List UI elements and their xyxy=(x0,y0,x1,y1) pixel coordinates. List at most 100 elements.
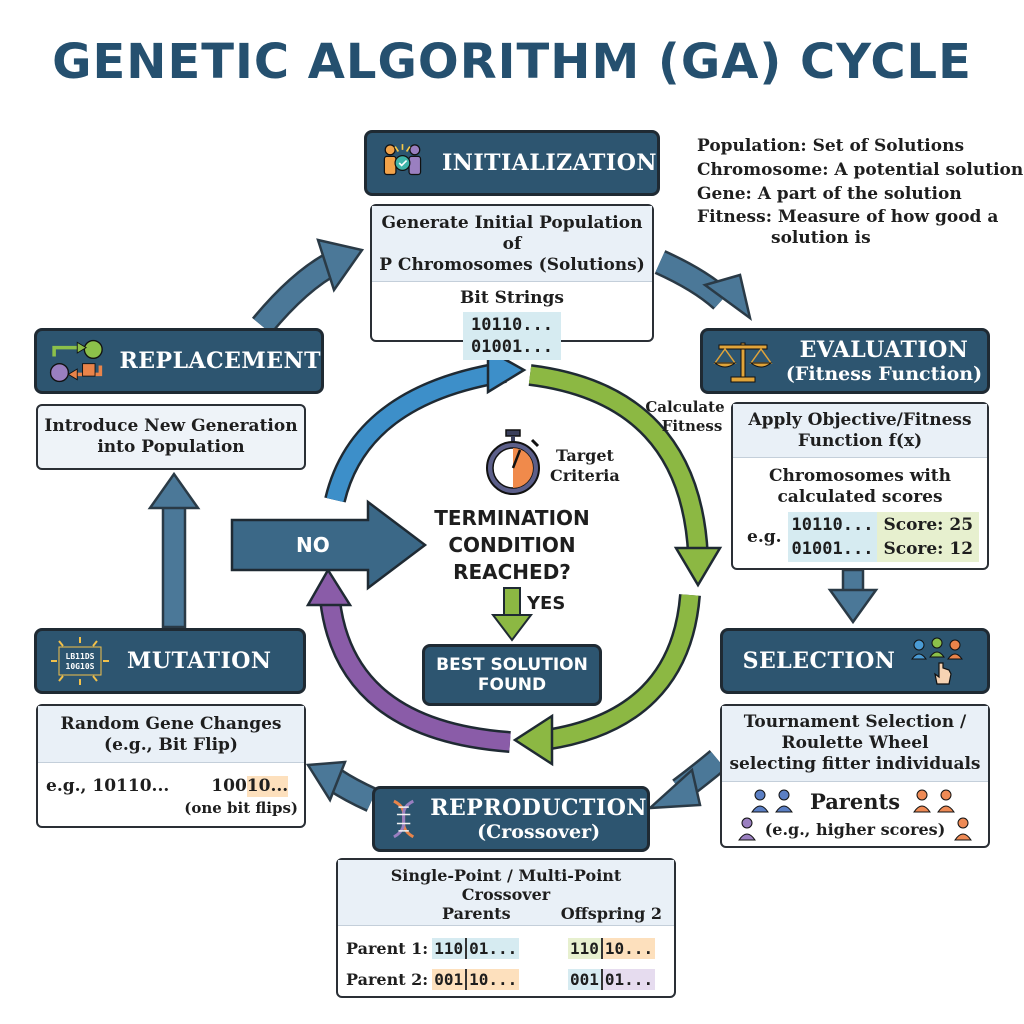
reproduction-subtitle: (Crossover) xyxy=(477,821,601,843)
target-criteria-label: Target Criteria xyxy=(550,446,620,486)
termination-line1: TERMINATION xyxy=(434,506,590,530)
page-title: GENETIC ALGORITHM (GA) CYCLE xyxy=(52,34,972,90)
yes-label: YES xyxy=(527,593,566,614)
calculate-fitness-line2: Fitness xyxy=(661,417,723,435)
best-solution-line1: BEST SOLUTION xyxy=(436,655,588,675)
inner-arrow-green xyxy=(528,364,723,588)
selection-title: SELECTION xyxy=(742,648,896,674)
reproduction-title: REPRODUCTION xyxy=(430,795,647,821)
crossover-parents: Parent 1: 110 01... Parent 2: 001 10... xyxy=(346,934,520,993)
criteria-label: Criteria xyxy=(550,466,620,485)
evaluation-desc-line1: Apply Objective/Fitness xyxy=(748,410,972,430)
best-solution-box: BEST SOLUTION FOUND xyxy=(422,644,602,706)
replacement-desc-line1: Introduce New Generation xyxy=(44,416,298,436)
parents-icon-right xyxy=(913,789,955,813)
offspring-column-header: Offspring 2 xyxy=(560,904,662,923)
parents-label: Parents xyxy=(809,788,901,814)
initialization-card: Generate Initial Population of P Chromos… xyxy=(370,204,654,360)
offspring-2-segment-a: 001 xyxy=(568,968,601,990)
definition-fitness-cont: solution is xyxy=(771,228,871,248)
selection-header: SELECTION xyxy=(720,628,990,694)
parents-note: (e.g., higher scores) xyxy=(764,819,946,839)
flow-arrow-mutation-to-replacement xyxy=(147,471,201,629)
evaluation-title: EVALUATION xyxy=(799,337,969,363)
calculate-fitness-label: Calculate Fitness xyxy=(640,398,730,436)
no-label: NO xyxy=(296,533,330,557)
dna-icon xyxy=(393,799,415,839)
offspring-1-segment-b: 10... xyxy=(600,937,656,959)
scored-bit-string: 01001... xyxy=(791,539,874,559)
selection-card: Tournament Selection / Roulette Wheel se… xyxy=(720,704,990,848)
bit-string: 10110... xyxy=(471,315,553,335)
target-label: Target xyxy=(556,446,614,465)
mutation-desc: Random Gene Changes (e.g., Bit Flip) xyxy=(38,706,304,763)
evaluation-card: Apply Objective/Fitness Function f(x) Ch… xyxy=(731,402,989,570)
replacement-card: Introduce New Generation into Population xyxy=(36,404,306,470)
reproduction-header: REPRODUCTION (Crossover) xyxy=(372,786,650,852)
parent-1-segment-b: 01... xyxy=(465,937,520,959)
mutation-card: Random Gene Changes (e.g., Bit Flip) e.g… xyxy=(36,704,306,828)
inner-arrow-purple xyxy=(305,567,511,753)
flow-arrow-initialization-to-evaluation xyxy=(654,250,752,322)
selection-desc-line1: Tournament Selection / xyxy=(743,712,967,732)
evaluation-subtitle: (Fitness Function) xyxy=(785,363,983,385)
parent-icon-orange xyxy=(954,817,973,841)
score-value: Score: 25 xyxy=(883,515,974,535)
evaluation-desc-line2: Function f(x) xyxy=(797,431,923,451)
team-gear-icon xyxy=(383,144,422,176)
flow-arrow-reproduction-to-mutation xyxy=(305,760,378,812)
replacement-title: REPLACEMENT xyxy=(119,348,321,374)
scored-bits: 10110... 01001... xyxy=(787,512,878,562)
bit-strings-label: Bit Strings xyxy=(460,288,564,308)
scores-label-line1: Chromosomes with xyxy=(768,466,952,486)
evaluation-header: EVALUATION (Fitness Function) xyxy=(700,328,990,394)
mutation-note: (one bit flips) xyxy=(184,799,298,817)
bit-string: 01001... xyxy=(471,337,553,357)
scores-list: Score: 25 Score: 12 xyxy=(877,512,980,562)
swap-icon xyxy=(49,339,103,383)
evaluation-desc: Apply Objective/Fitness Function f(x) xyxy=(733,404,987,458)
scored-bit-string: 10110... xyxy=(791,515,874,535)
mutation-result-a: 100 xyxy=(211,776,247,796)
mutation-example: e.g., 10110... 100 10... xyxy=(46,776,289,797)
parents-icon-left xyxy=(751,789,793,813)
binary-burst-icon: LB11DS 10G10S xyxy=(51,637,109,685)
scales-icon xyxy=(713,342,773,383)
termination-question: TERMINATION CONDITION REACHED? xyxy=(412,505,612,586)
best-solution-line2: FOUND xyxy=(477,675,547,695)
selection-desc: Tournament Selection / Roulette Wheel se… xyxy=(722,706,988,782)
initialization-desc-line1: Generate Initial Population of xyxy=(381,213,643,254)
definition-fitness: Fitness: Measure of how good a xyxy=(697,207,999,227)
initialization-desc: Generate Initial Population of P Chromos… xyxy=(372,206,652,282)
parent-2-segment-a: 001 xyxy=(432,968,466,990)
reproduction-card: Single-Point / Multi-Point Crossover Par… xyxy=(336,858,676,998)
parent-1-segment-a: 110 xyxy=(432,937,466,959)
initialization-title: INITIALIZATION xyxy=(441,150,657,176)
selection-desc-line3: selecting fitter individuals xyxy=(729,754,981,774)
bit-strings-list: 10110... 01001... xyxy=(463,312,561,360)
no-arrow xyxy=(230,499,428,591)
yes-arrow xyxy=(490,587,534,642)
parent-1-label: Parent 1: xyxy=(346,938,429,958)
binary-icon-line1: LB11DS xyxy=(66,652,95,661)
mutation-header: LB11DS 10G10S MUTATION xyxy=(34,628,306,694)
calculate-fitness-line1: Calculate xyxy=(645,398,725,416)
eg-label: e.g. xyxy=(747,526,782,547)
definitions-block: Population: Set of Solutions Chromosome:… xyxy=(697,134,1023,248)
reproduction-desc-line2: Crossover xyxy=(461,885,551,904)
definition-population: Population: Set of Solutions xyxy=(697,136,965,156)
reproduction-desc: Single-Point / Multi-Point Crossover Par… xyxy=(338,860,674,926)
parents-column-header: Parents xyxy=(442,904,511,923)
score-value: Score: 12 xyxy=(883,539,974,559)
mutation-desc-line1: Random Gene Changes xyxy=(60,714,282,734)
inner-arrow-blue xyxy=(324,347,527,503)
definition-gene: Gene: A part of the solution xyxy=(697,184,962,204)
binary-icon-line2: 10G10S xyxy=(66,662,95,671)
initialization-desc-line2: P Chromosomes (Solutions) xyxy=(379,255,645,275)
scores-label-line2: calculated scores xyxy=(777,487,943,507)
reproduction-desc-line1: Single-Point / Multi-Point xyxy=(390,866,622,885)
crossover-offspring: 110 10... 001 01... xyxy=(568,934,656,993)
parent-2-segment-b: 10... xyxy=(465,968,520,990)
selection-desc-line2: Roulette Wheel xyxy=(781,733,929,753)
